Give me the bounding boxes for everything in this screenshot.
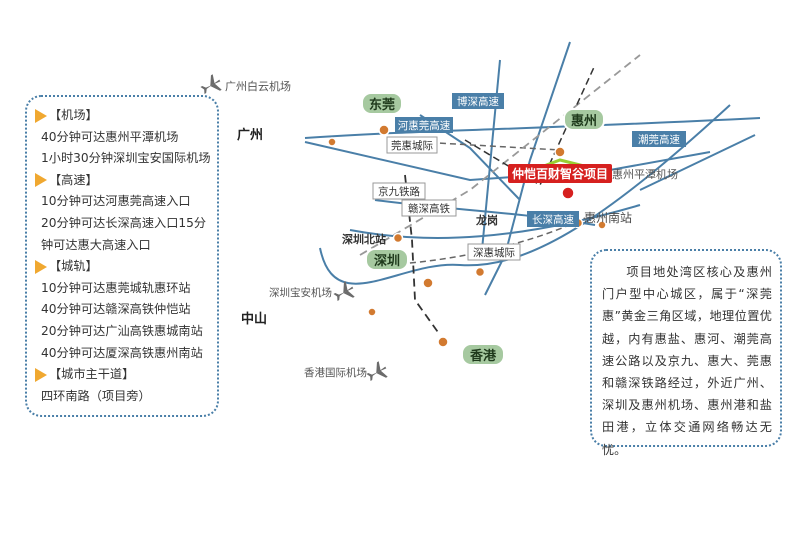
airport-hongkong: 香港国际机场 xyxy=(304,359,391,386)
airport-huizhou: 惠州平潭机场 xyxy=(612,167,678,181)
tag-jingjiu: 京九铁路 xyxy=(378,185,420,198)
legend-item-text: 20分钟可达长深高速入口15分 xyxy=(41,215,207,230)
tag-guanhui: 莞惠城际 xyxy=(391,139,433,152)
airport-guangzhou: 广州白云机场 xyxy=(197,72,291,99)
legend-item-text: 10分钟可达惠莞城轨惠环站 xyxy=(41,280,191,295)
city-badge-hongkong: 香港 xyxy=(469,348,497,364)
station-shenzhen-north xyxy=(392,232,404,244)
legend-item: 1小时30分钟深圳宝安国际机场 xyxy=(39,148,211,170)
legend-item-text: 1小时30分钟深圳宝安国际机场 xyxy=(41,151,211,166)
description-panel: 项目地处湾区核心及惠州门户型中心城区，属于“深莞惠”黄金三角区域，地理位置优越，… xyxy=(590,249,782,457)
legend-header: 【机场】 xyxy=(35,105,211,127)
legend-item-text: 钟可达惠大高速入口 xyxy=(41,237,151,252)
tag-boshen: 博深高速 xyxy=(457,95,499,108)
legend-item-text: 40分钟可达赣深高铁仲恺站 xyxy=(41,302,191,317)
project-label: 仲恺百财智谷项目 xyxy=(512,166,608,181)
station-east xyxy=(597,220,607,230)
legend-item: 10分钟可达惠莞城轨惠环站 xyxy=(39,278,211,300)
airport-label-shenzhen: 深圳宝安机场 xyxy=(269,286,332,299)
rail-tags: 莞惠城际 京九铁路 赣深高铁 深惠城际 xyxy=(372,136,521,261)
legend-item: 40分钟可达厦深高铁惠州南站 xyxy=(39,343,211,365)
city-badge-huizhou: 惠州 xyxy=(571,113,597,129)
legend-header: 【高速】 xyxy=(35,170,211,192)
legend-item: 20分钟可达广汕高铁惠城南站 xyxy=(39,321,211,343)
city-badge-shenzhen: 深圳 xyxy=(374,253,400,269)
legend-item: 40分钟可达惠州平潭机场 xyxy=(39,127,211,149)
legend-item: 20分钟可达长深高速入口15分 xyxy=(39,213,211,235)
legend-header: 【城市主干道】 xyxy=(35,364,211,386)
boshen-expressway xyxy=(481,59,501,251)
tag-changshen: 长深高速 xyxy=(532,213,574,226)
expressway-north-trunk xyxy=(484,41,571,296)
label-zhongshan: 中山 xyxy=(241,311,267,327)
plane-icon xyxy=(363,359,391,386)
city-badge-dongguan: 东莞 xyxy=(369,97,395,113)
legend-header-text: 【城轨】 xyxy=(49,259,98,274)
station-dongguan xyxy=(378,124,390,136)
guanhui-intercity xyxy=(419,141,561,151)
legend-item-text: 40分钟可达厦深高铁惠州南站 xyxy=(41,345,203,360)
arrow-icon xyxy=(35,173,47,188)
airport-label-huizhou: 惠州平潭机场 xyxy=(612,167,678,181)
arrow-icon xyxy=(35,367,47,382)
legend-item: 四环南路（项目旁） xyxy=(39,386,211,408)
description-text: 项目地处湾区核心及惠州门户型中心城区，属于“深莞惠”黄金三角区域，地理位置优越，… xyxy=(602,265,772,457)
label-guangzhou: 广州 xyxy=(237,127,263,143)
expressway-south-ring xyxy=(319,104,731,285)
station-shenzhen xyxy=(422,277,434,289)
label-shenzhen-north: 深圳北站 xyxy=(342,232,386,246)
legend-item-text: 四环南路（项目旁） xyxy=(41,388,151,403)
tag-ganshen: 赣深高铁 xyxy=(408,202,450,215)
huizhou-west-expressway xyxy=(639,134,756,191)
station-markers xyxy=(327,124,607,348)
legend-panel: 【机场】 40分钟可达惠州平潭机场 1小时30分钟深圳宝安国际机场【高速】 10分钟可… xyxy=(25,95,219,417)
legend-item-text: 10分钟可达河惠莞高速入口 xyxy=(41,194,191,209)
station-west xyxy=(367,307,377,317)
project-marker xyxy=(561,186,575,200)
city-badges: 东莞 惠州 深圳 香港 xyxy=(361,92,605,366)
tag-heihui: 河惠莞高速 xyxy=(398,119,451,132)
station-huizhou xyxy=(554,146,566,158)
station-longgang xyxy=(474,266,486,278)
station-guangzhou-east xyxy=(327,137,337,147)
chaoguan-expressway xyxy=(304,117,761,139)
airport-label-hongkong: 香港国际机场 xyxy=(304,366,367,379)
road-tags: 博深高速 河惠莞高速 潮莞高速 长深高速 xyxy=(395,93,686,227)
station-hongkong xyxy=(437,336,449,348)
legend-header-text: 【城市主干道】 xyxy=(49,367,135,382)
tag-shenhui: 深惠城际 xyxy=(473,246,515,259)
arrow-icon xyxy=(35,259,47,274)
legend-header-text: 【机场】 xyxy=(49,108,98,122)
label-longgang: 龙岗 xyxy=(475,213,498,227)
legend-header-text: 【高速】 xyxy=(49,172,98,187)
project-label-box xyxy=(508,164,612,183)
legend-item-text: 40分钟可达惠州平潭机场 xyxy=(41,129,179,144)
legend-item: 10分钟可达河惠莞高速入口 xyxy=(39,191,211,213)
legend-item: 钟可达惠大高速入口 xyxy=(39,235,211,257)
legend-item: 40分钟可达赣深高铁仲恺站 xyxy=(39,299,211,321)
airport-shenzhen: 深圳宝安机场 xyxy=(269,279,358,306)
legend-list: 【机场】 40分钟可达惠州平潭机场 1小时30分钟深圳宝安国际机场【高速】 10分钟可… xyxy=(35,105,211,408)
shenzhen-huizhou-expressway xyxy=(349,204,641,239)
legend-item-text: 20分钟可达广汕高铁惠城南站 xyxy=(41,323,203,338)
tag-chaoguan: 潮莞高速 xyxy=(638,133,680,146)
legend-header: 【城轨】 xyxy=(35,256,211,278)
airport-label-guangzhou: 广州白云机场 xyxy=(225,79,291,93)
arrow-icon xyxy=(35,108,47,123)
label-huizhou-south: 惠州南站 xyxy=(584,210,632,225)
